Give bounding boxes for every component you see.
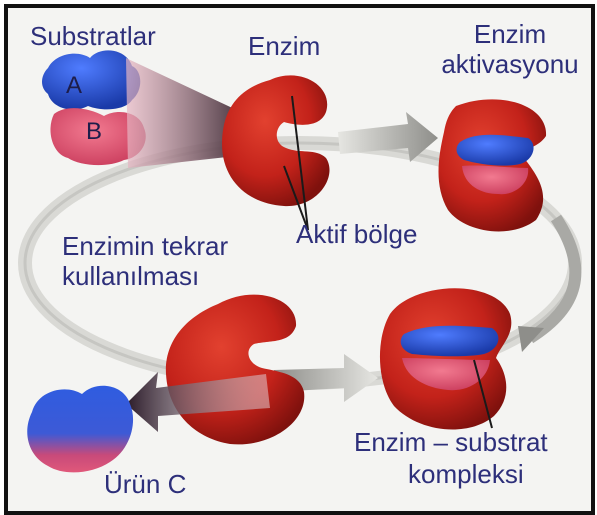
substrate-a-shape <box>42 50 140 109</box>
arrow-to-complex-head <box>518 326 544 352</box>
reuse-label-line2: kullanılması <box>62 262 199 290</box>
enzyme-label: Enzim <box>248 32 320 60</box>
product-c-label: Ürün C <box>104 470 186 498</box>
substrate-b-letter: B <box>86 118 102 146</box>
reused-enzyme-shape <box>166 295 304 445</box>
complex-label-line1: Enzim – substrat <box>354 428 548 456</box>
substrate-a-letter: A <box>66 72 82 100</box>
product-c-shape <box>27 386 133 473</box>
activated-enzyme <box>439 99 547 231</box>
activation-label-line1: Enzim <box>456 20 564 48</box>
complex-label-line2: kompleksi <box>408 460 524 488</box>
activation-label-line2: aktivasyonu <box>438 50 582 78</box>
enzyme-substrate-complex <box>380 288 511 429</box>
reuse-label-line1: Enzimin tekrar <box>62 232 228 260</box>
active-site-label: Aktif bölge <box>296 220 417 248</box>
substrates-label: Substratlar <box>30 22 156 50</box>
diagram-frame: Substratlar A B Enzim Enzim aktivasyonu … <box>4 4 595 515</box>
